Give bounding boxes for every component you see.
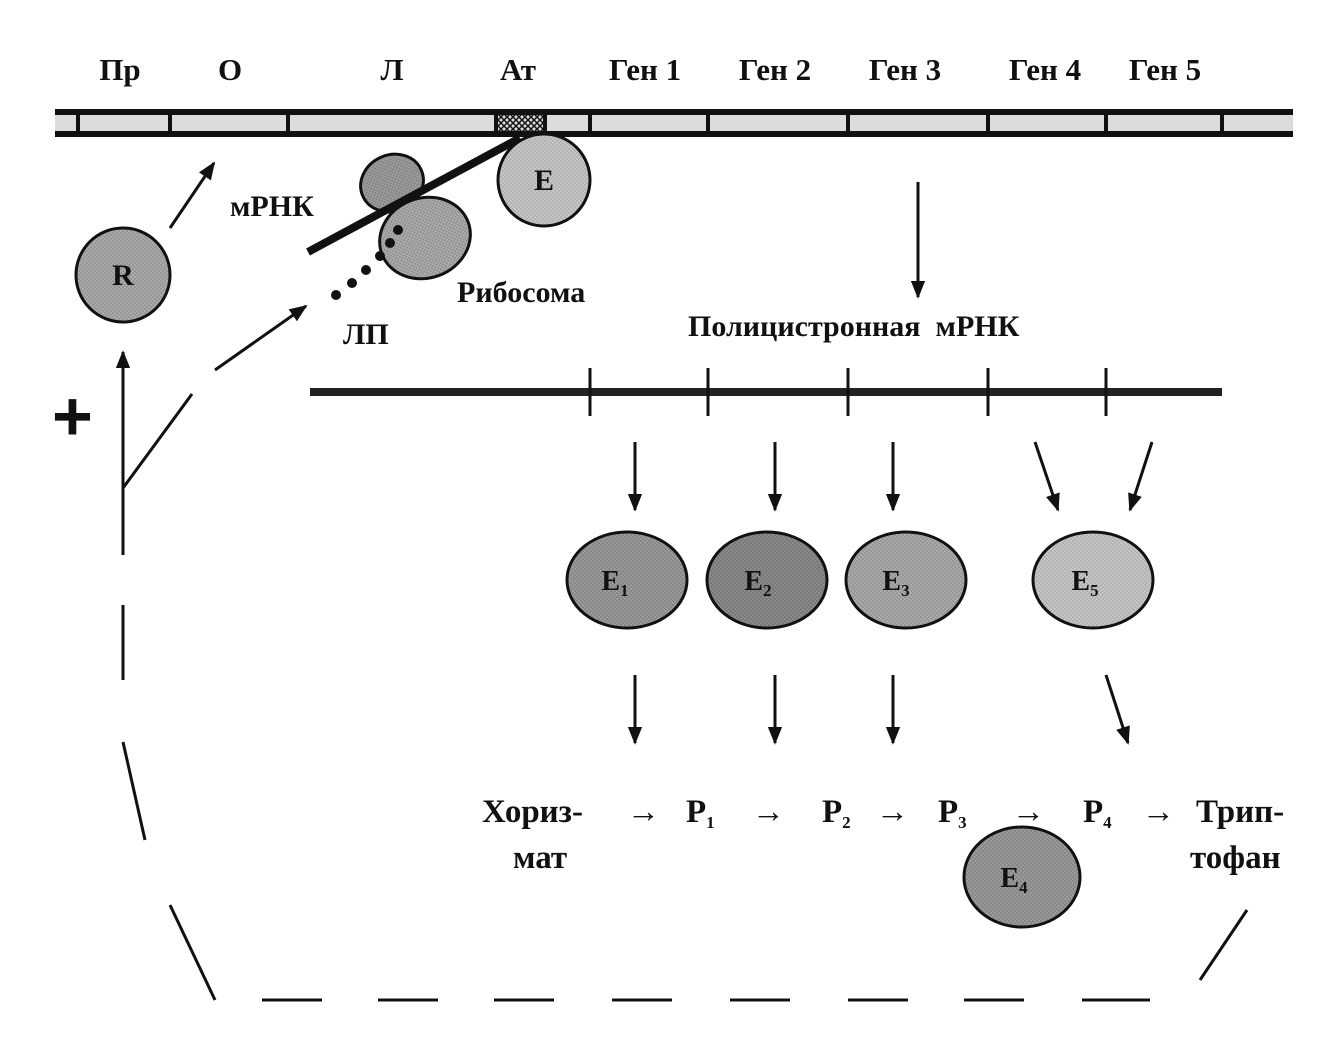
- svg-text:P2: P2: [822, 794, 851, 832]
- intermediate-p2: P: [822, 794, 842, 830]
- gene-label-attenuator: Ат: [500, 52, 536, 87]
- svg-text:E2: E2: [744, 566, 771, 600]
- gene-label-operator: О: [218, 52, 242, 87]
- pathway-arrow-1: →: [627, 794, 660, 830]
- enzyme-e3: E3: [844, 530, 968, 630]
- intermediate-p4: P: [1083, 794, 1103, 830]
- rna-polymerase-label: E: [534, 164, 554, 197]
- pathway-arrow-2: →: [752, 794, 785, 830]
- svg-text:E3: E3: [882, 566, 909, 600]
- enzyme-e3-label: E: [882, 566, 901, 597]
- ribosome: [359, 152, 472, 281]
- enzyme-e1-subscript: 1: [620, 581, 629, 600]
- enzyme-e2-label: E: [744, 566, 763, 597]
- svg-text:P3: P3: [938, 794, 967, 832]
- enzyme-e5: E5: [1031, 530, 1155, 630]
- svg-text:E4: E4: [1000, 863, 1028, 897]
- svg-text:P1: P1: [686, 794, 715, 832]
- tryptophan-pathway: Хориз- мат → P1 → P2 → P3 → P4 → Трип- т…: [482, 794, 1284, 876]
- chorismate-label-line2: мат: [513, 840, 567, 876]
- enzyme-e2: E2: [705, 530, 829, 630]
- intermediate-p3-subscript: 3: [958, 813, 967, 832]
- intermediate-p4-subscript: 4: [1103, 813, 1112, 832]
- gene-labels: Пр О Л Ат Ген 1 Ген 2 Ген 3 Ген 4 Ген 5: [99, 52, 1201, 87]
- intermediate-p1: P: [686, 794, 706, 830]
- enzyme-e2-subscript: 2: [763, 581, 772, 600]
- leader-peptide-chain: [331, 225, 403, 300]
- enzyme-e1: E1: [565, 530, 689, 630]
- enzyme-e4-label: E: [1000, 863, 1019, 894]
- gene-label-gene-3: Ген 3: [869, 52, 941, 87]
- intermediate-p3: P: [938, 794, 958, 830]
- pathway-arrow-5: →: [1142, 794, 1175, 830]
- gene-label-gene-2: Ген 2: [739, 52, 811, 87]
- translation-arrows: [627, 441, 1154, 512]
- enzyme-e4: E4: [962, 825, 1082, 929]
- enzyme-e3-subscript: 3: [901, 581, 910, 600]
- enzyme-e5-label: E: [1071, 566, 1090, 597]
- dna-fill: [55, 112, 1293, 134]
- polycistronic-mrna: [310, 368, 1222, 416]
- pathway-arrow-4: →: [1012, 794, 1045, 830]
- svg-text:P4: P4: [1083, 794, 1112, 832]
- svg-text:E1: E1: [601, 566, 628, 600]
- catalysis-arrows: [627, 674, 1130, 745]
- pathway-arrow-3: →: [876, 794, 909, 830]
- attenuator-site: [494, 110, 547, 136]
- leader-peptide-label: ЛП: [343, 318, 389, 351]
- feedback-loop: [115, 304, 1249, 1002]
- dna-strand: [55, 109, 1293, 137]
- repressor: R: [74, 226, 172, 324]
- chorismate-label-line1: Хориз-: [482, 794, 583, 830]
- enzyme-e5-subscript: 5: [1090, 581, 1099, 600]
- polycistronic-mrna-label: Полицистронная мРНК: [688, 310, 1020, 343]
- feedback-to-ribosome-arrow: [121, 393, 194, 489]
- enzyme-e1-label: E: [601, 566, 620, 597]
- tryptophan-label-line2: тофан: [1190, 840, 1281, 876]
- rna-polymerase: E: [496, 132, 592, 228]
- enzyme-e4-subscript: 4: [1019, 878, 1028, 897]
- intermediate-p2-subscript: 2: [842, 813, 851, 832]
- mrna-label: мРНК: [230, 190, 314, 223]
- gene-label-leader: Л: [380, 52, 403, 87]
- gene-label-gene-4: Ген 4: [1009, 52, 1081, 87]
- ribosome-label: Рибосома: [457, 276, 585, 309]
- gene-label-gene-5: Ген 5: [1129, 52, 1201, 87]
- dna-segment-dividers: [76, 112, 1224, 134]
- repressor-label: R: [112, 259, 134, 292]
- gene-label-gene-1: Ген 1: [609, 52, 681, 87]
- activation-plus-sign: +: [52, 377, 93, 455]
- intermediate-p1-subscript: 1: [706, 813, 715, 832]
- tryptophan-label-line1: Трип-: [1196, 794, 1284, 830]
- leader-mrna-strand: [306, 134, 522, 256]
- repressor-to-operator-arrow: [168, 161, 216, 229]
- svg-text:E5: E5: [1071, 566, 1098, 600]
- gene-label-promoter: Пр: [99, 52, 140, 87]
